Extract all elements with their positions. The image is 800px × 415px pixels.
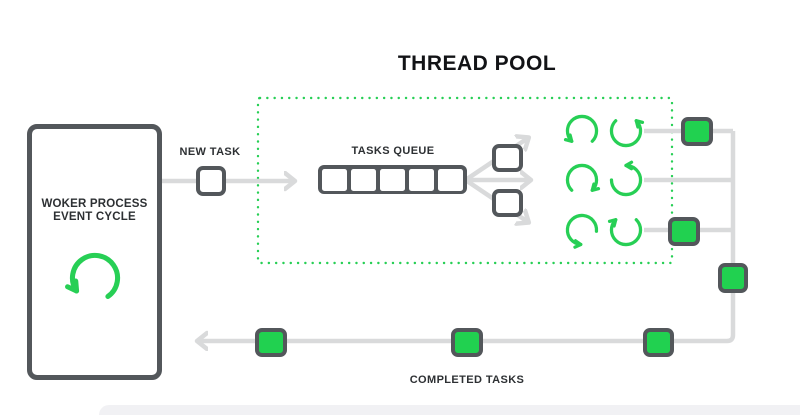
thread-refresh-icon — [609, 119, 645, 148]
completed-task-square — [643, 328, 674, 357]
queue-slot — [437, 168, 464, 191]
queue-slot — [379, 168, 406, 191]
dispatched-task-square — [492, 144, 523, 172]
worker-label-line1: WOKER PROCESS — [41, 198, 148, 210]
completed-task-square — [718, 263, 748, 293]
completed-task-square — [451, 328, 483, 357]
worker-process-box: WOKER PROCESS EVENT CYCLE — [27, 124, 162, 380]
tasks-queue-label: TASKS QUEUE — [351, 145, 435, 157]
completed-task-square — [668, 217, 700, 246]
worker-label-line2: EVENT CYCLE — [53, 211, 136, 223]
queue-slot — [408, 168, 435, 191]
completed-task-square — [255, 328, 287, 357]
queue-slot — [350, 168, 377, 191]
tasks-queue — [318, 165, 467, 194]
arrow-completed-return — [198, 131, 736, 341]
thread-refresh-icon — [565, 163, 601, 192]
new-task-square — [196, 166, 226, 196]
background-window-edge — [99, 405, 800, 415]
dispatched-task-square — [492, 189, 523, 217]
completed-task-square — [681, 117, 713, 146]
thread-refresh-icon — [607, 218, 643, 247]
thread-refresh-icon — [563, 114, 599, 143]
new-task-label: NEW TASK — [179, 146, 241, 158]
refresh-cycle-icon — [59, 242, 131, 314]
queue-slot — [321, 168, 348, 191]
thread-pool-title: THREAD POOL — [397, 52, 557, 75]
worker-process-label: WOKER PROCESS EVENT CYCLE — [32, 198, 157, 224]
thread-pool-dotted-border — [256, 96, 674, 265]
completed-tasks-label: COMPLETED TASKS — [409, 374, 525, 386]
